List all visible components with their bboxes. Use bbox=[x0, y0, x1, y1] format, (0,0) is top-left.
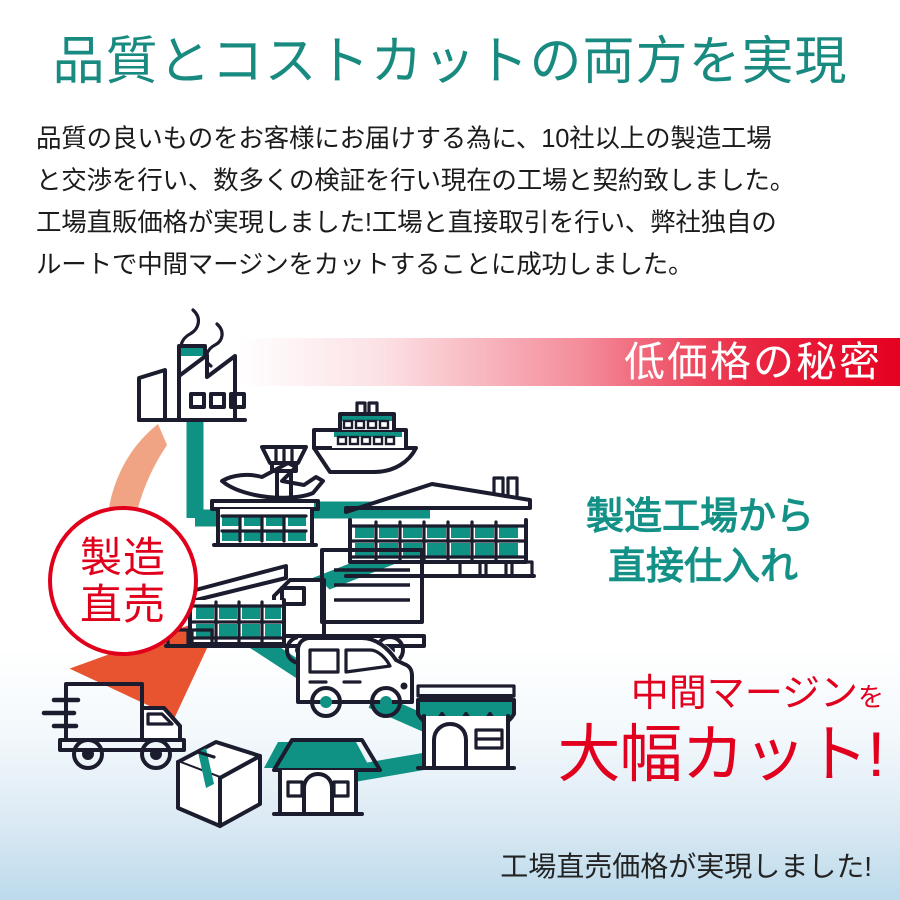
airport-icon bbox=[210, 445, 320, 547]
lead-line-2: と交渉を行い、数多くの検証を行い現在の工場と契約致しました。 bbox=[36, 167, 796, 195]
direct-purchase-line-1: 製造工場から bbox=[586, 496, 815, 538]
secret-banner-label: 低価格の秘密 bbox=[624, 339, 882, 385]
lead-paragraph: 品質の良いものをお客様にお届けする為に、10社以上の製造工場 と交渉を行い、数多… bbox=[36, 118, 876, 286]
lead-line-4: ルートで中間マージンをカットすることに成功しました。 bbox=[36, 251, 694, 279]
direct-sale-badge: 製造 直売 bbox=[48, 506, 198, 656]
house-icon bbox=[264, 738, 382, 816]
large-warehouse-icon bbox=[344, 476, 536, 578]
margin-cut-main: 中間マージン bbox=[630, 673, 858, 715]
delivery-truck-icon bbox=[41, 682, 186, 770]
parcel-box-icon bbox=[176, 740, 262, 828]
margin-cut-line-1: 中間マージンを bbox=[557, 672, 884, 719]
factory-icon bbox=[137, 308, 247, 422]
small-warehouse-icon bbox=[164, 564, 290, 648]
van-icon bbox=[296, 636, 414, 718]
shop-icon bbox=[416, 684, 516, 770]
plane-icon bbox=[220, 461, 325, 500]
direct-purchase-callout: 製造工場から 直接仕入れ bbox=[586, 492, 814, 592]
margin-cut-line-2: 大幅カット! bbox=[557, 720, 885, 790]
ship-icon bbox=[312, 401, 418, 474]
direct-purchase-line-2: 直接仕入れ bbox=[608, 546, 799, 588]
lead-line-1: 品質の良いものをお客様にお届けする為に、10社以上の製造工場 bbox=[36, 125, 772, 153]
margin-cut-particle: を bbox=[857, 682, 884, 712]
secret-banner bbox=[238, 338, 900, 386]
margin-cut-callout: 中間マージンを 大幅カット! bbox=[557, 672, 885, 790]
footer-caption: 工場直売価格が実現しました! bbox=[500, 851, 872, 882]
lead-line-3: 工場直販価格が実現しました!工場と直接取引を行い、弊社独自の bbox=[36, 209, 777, 237]
badge-line-1: 製造 bbox=[79, 534, 166, 581]
page-title: 品質とコストカットの両方を実現 bbox=[52, 34, 848, 91]
badge-line-2: 直売 bbox=[79, 581, 166, 628]
